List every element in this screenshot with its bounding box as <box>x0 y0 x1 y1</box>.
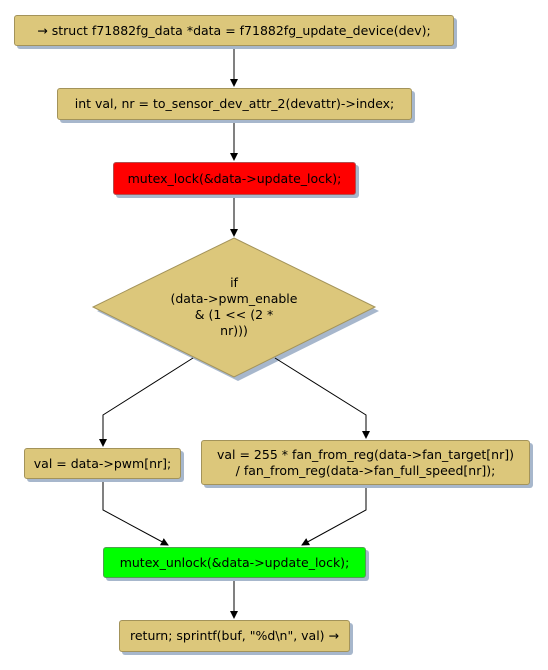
end-node: return; sprintf(buf, "%d\n", val) → <box>119 620 350 652</box>
edge-then-unlock <box>102 479 169 546</box>
condition-label: if (data->pwm_enable & (1 << (2 * nr))) <box>170 275 298 338</box>
edge-condition-then <box>99 357 194 447</box>
edge-else-unlock <box>301 485 367 546</box>
mutex-unlock-node: mutex_unlock(&data->update_lock); <box>103 547 366 578</box>
condition-diamond <box>91 237 377 378</box>
start-node: → struct f71882fg_data *data = f71882fg_… <box>14 15 454 46</box>
edge-condition-else <box>274 357 370 439</box>
declaration-node: int val, nr = to_sensor_dev_attr_2(devat… <box>57 88 412 120</box>
mutex-lock-node: mutex_lock(&data->update_lock); <box>113 162 356 195</box>
then-branch-node: val = data->pwm[nr]; <box>24 448 181 479</box>
else-branch-node: val = 255 * fan_from_reg(data->fan_targe… <box>201 440 530 485</box>
